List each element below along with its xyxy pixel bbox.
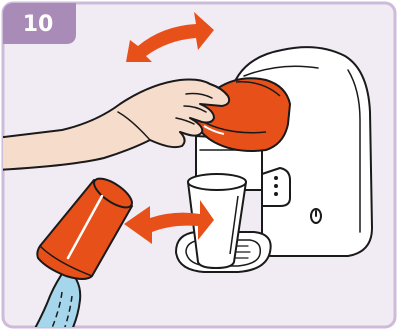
- step-number: 10: [23, 12, 54, 37]
